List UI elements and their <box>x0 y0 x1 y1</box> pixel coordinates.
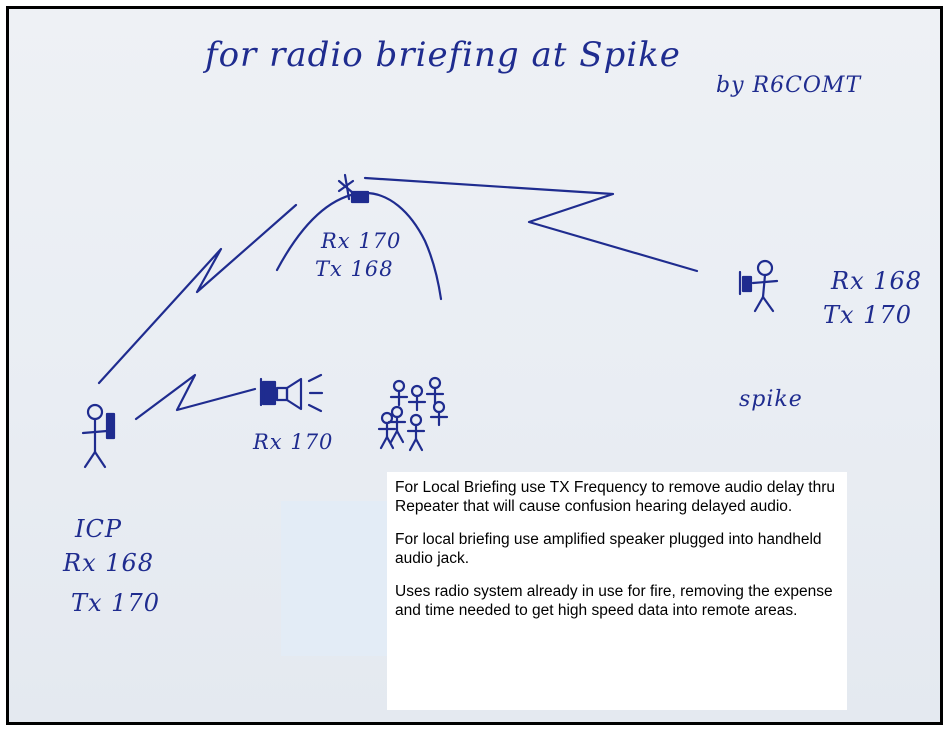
note-local-briefing-tx: For Local Briefing use TX Frequency to r… <box>395 479 835 515</box>
light-patch <box>281 501 391 656</box>
icp-rx-label: Rx 168 <box>63 549 155 577</box>
sketch-drawing <box>81 173 779 469</box>
repeater-box-icon <box>350 190 370 204</box>
icp-label: ICP <box>75 515 122 543</box>
repeater-rx-label: Rx 170 <box>321 229 402 253</box>
speaker-rx-label: Rx 170 <box>253 430 334 454</box>
notes-box: For Local Briefing use TX Frequency to r… <box>387 472 847 710</box>
whiteboard-canvas: for radio briefing at Spike by R6COMT Rx… <box>6 6 943 725</box>
note-existing-radio-system: Uses radio system already in use for fir… <box>395 583 833 619</box>
icp-tx-label: Tx 170 <box>71 589 160 617</box>
spike-person-icon <box>738 259 779 313</box>
repeater-tx-label: Tx 168 <box>315 257 394 281</box>
link-icp-speaker <box>134 373 257 421</box>
mountain-outline <box>275 191 443 301</box>
diagram-title: for radio briefing at Spike <box>205 35 681 75</box>
author-credit: by R6COMT <box>716 73 862 98</box>
spike-label: spike <box>739 387 803 412</box>
icp-person-icon <box>81 403 116 469</box>
note-amplified-speaker: For local briefing use amplified speaker… <box>395 531 822 567</box>
link-repeater-spike <box>363 176 699 273</box>
spike-tx-label: Tx 170 <box>823 301 912 329</box>
speaker-icon <box>259 373 324 413</box>
crowd-icon <box>377 376 449 452</box>
spike-rx-label: Rx 168 <box>831 267 923 295</box>
link-icp-repeater <box>97 203 298 385</box>
antenna-icon <box>337 173 355 201</box>
